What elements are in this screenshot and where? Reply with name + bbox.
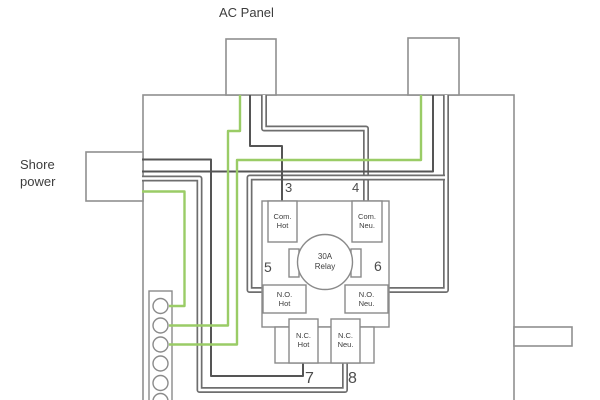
cable-branch-to-no-hot-core [248, 176, 445, 292]
pin-8-label: 8 [348, 370, 357, 387]
ground-wire-breaker-right-to-bus [169, 95, 423, 346]
nc-neu-label-2: Neu. [338, 340, 354, 349]
no-neu-label-2: Neu. [359, 299, 375, 308]
ground-wire-shore-to-bus [142, 190, 186, 308]
ac-panel-caption: AC Panel [219, 5, 274, 20]
ac-panel-breaker-box-right [407, 37, 460, 96]
no-hot-label-1: N.O. [277, 290, 292, 299]
no-hot-label-2: Hot [279, 299, 292, 308]
wire-breaker-to-com-hot [249, 95, 283, 203]
pin-5-label: 5 [264, 259, 272, 275]
wire-shore-to-nc-hot [142, 158, 304, 377]
terminal-nc-hot [288, 318, 319, 364]
cable-shore-to-nc-neu-core [142, 177, 347, 392]
bus-lug-3 [152, 336, 169, 353]
no-neu-label-1: N.O. [359, 290, 374, 299]
com-neu-label-1: Com. [358, 212, 376, 221]
shore-power-caption-2: power [20, 174, 56, 189]
nc-neu-label-1: N.C. [338, 331, 353, 340]
pin-6-label: 6 [374, 258, 382, 274]
cable-breaker-to-no-neu-core [388, 95, 448, 292]
cable-breaker-to-com-neu-core [262, 95, 368, 203]
nc-hot-label-1: N.C. [296, 331, 311, 340]
shore-power-caption-1: Shore [20, 157, 55, 172]
nc-hot-label-2: Hot [298, 340, 311, 349]
terminal-com-hot [267, 200, 298, 243]
com-hot-label-1: Com. [274, 212, 292, 221]
bus-lug-5 [152, 374, 169, 392]
relay-coil-circle [296, 233, 354, 291]
bus-lug-2 [152, 317, 169, 334]
shore-power-inlet-box [85, 151, 144, 202]
pin-3-label: 3 [285, 180, 292, 195]
ground-wire-breaker-left-to-bus [169, 95, 242, 327]
com-hot-label-2: Hot [277, 221, 290, 230]
terminal-nc-neu [330, 318, 361, 364]
relay-name-label: Relay [315, 262, 335, 271]
wire-breaker-to-shore [142, 95, 434, 173]
terminal-no-neu [344, 284, 389, 314]
bus-lug-1 [152, 297, 169, 315]
right-conduit-box [513, 326, 573, 347]
relay-rating-label: 30A [318, 252, 333, 261]
terminal-com-neu [351, 200, 383, 243]
pin-4-label: 4 [352, 180, 359, 195]
pin-7-label: 7 [305, 370, 314, 387]
ac-panel-breaker-box-left [225, 38, 277, 96]
bus-lug-6 [152, 392, 169, 400]
com-neu-label-2: Neu. [359, 221, 375, 230]
bus-lug-4 [152, 355, 169, 372]
terminal-no-hot [262, 284, 307, 314]
